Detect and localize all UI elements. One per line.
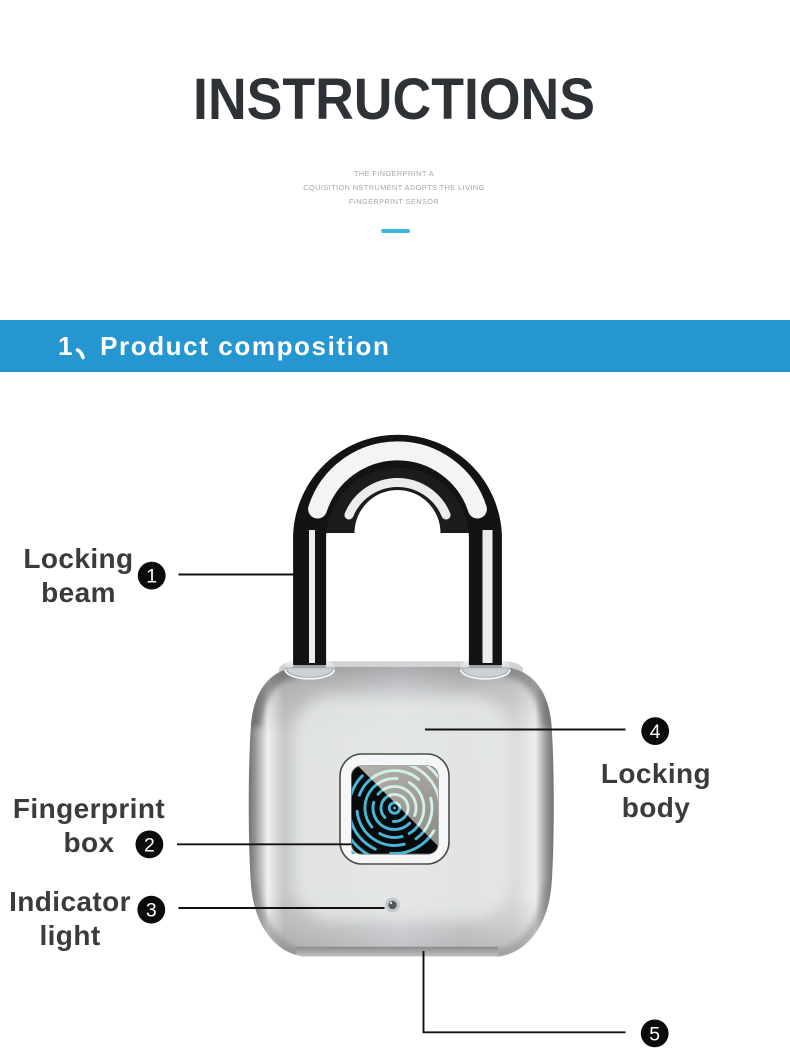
svg-text:4: 4 [650,721,661,743]
svg-text:3: 3 [146,900,157,922]
svg-text:5: 5 [649,1023,660,1045]
svg-text:2: 2 [144,834,155,856]
svg-text:1: 1 [146,566,157,588]
